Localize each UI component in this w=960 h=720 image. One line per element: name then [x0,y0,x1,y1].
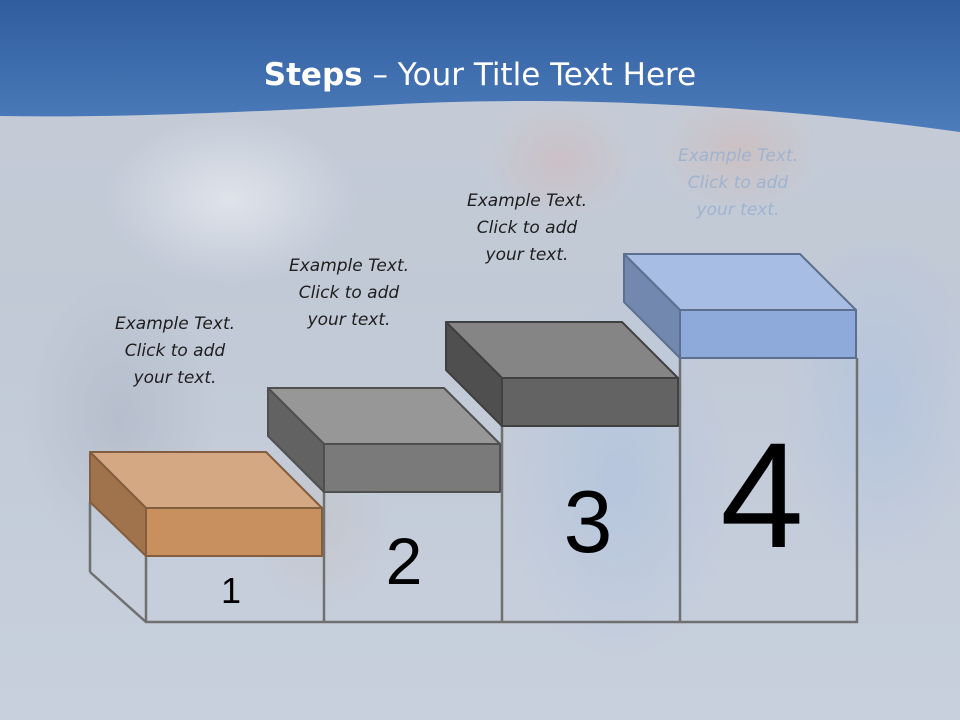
step-1-box[interactable] [89,451,323,557]
step-3-label-line: Click to add [476,218,578,238]
step-2-label-line: Click to add [298,283,400,303]
step-3-number: 3 [563,472,613,571]
step-2-label-line: Example Text. [288,256,410,276]
step-3-label-line: Example Text. [466,191,588,211]
step-1-label[interactable]: Example Text. Click to add your text. [85,311,265,392]
step-2-box[interactable] [267,387,501,493]
step-1-label-line: your text. [133,368,217,388]
step-4-label-line: your text. [696,200,780,220]
step-3-label[interactable]: Example Text. Click to add your text. [437,188,617,269]
step-2-label-line: your text. [307,310,391,330]
title-rest: – Your Title Text Here [362,57,697,93]
step-2-front [323,443,501,493]
step-2-number: 2 [385,524,423,598]
step-4-front [679,309,857,359]
header-band [0,0,960,132]
step-4-number: 4 [720,411,804,579]
step-1-number: 1 [220,570,242,611]
step-4-label-line: Click to add [687,173,789,193]
step-1-label-line: Example Text. [114,314,236,334]
step-3-label-line: your text. [485,245,569,265]
stairs-outline [88,358,859,624]
step-3-box[interactable] [445,321,679,427]
step-1-front [145,507,323,557]
step-2-label[interactable]: Example Text. Click to add your text. [259,253,439,334]
page-title[interactable]: Steps – Your Title Text Here [0,52,960,98]
title-bold: Steps [263,57,363,93]
step-4-label[interactable]: Example Text. Click to add your text. [648,143,828,224]
step-3-front [501,377,679,427]
step-4-box[interactable] [623,253,857,359]
step-4-label-line: Example Text. [677,146,799,166]
step-1-label-line: Click to add [124,341,226,361]
